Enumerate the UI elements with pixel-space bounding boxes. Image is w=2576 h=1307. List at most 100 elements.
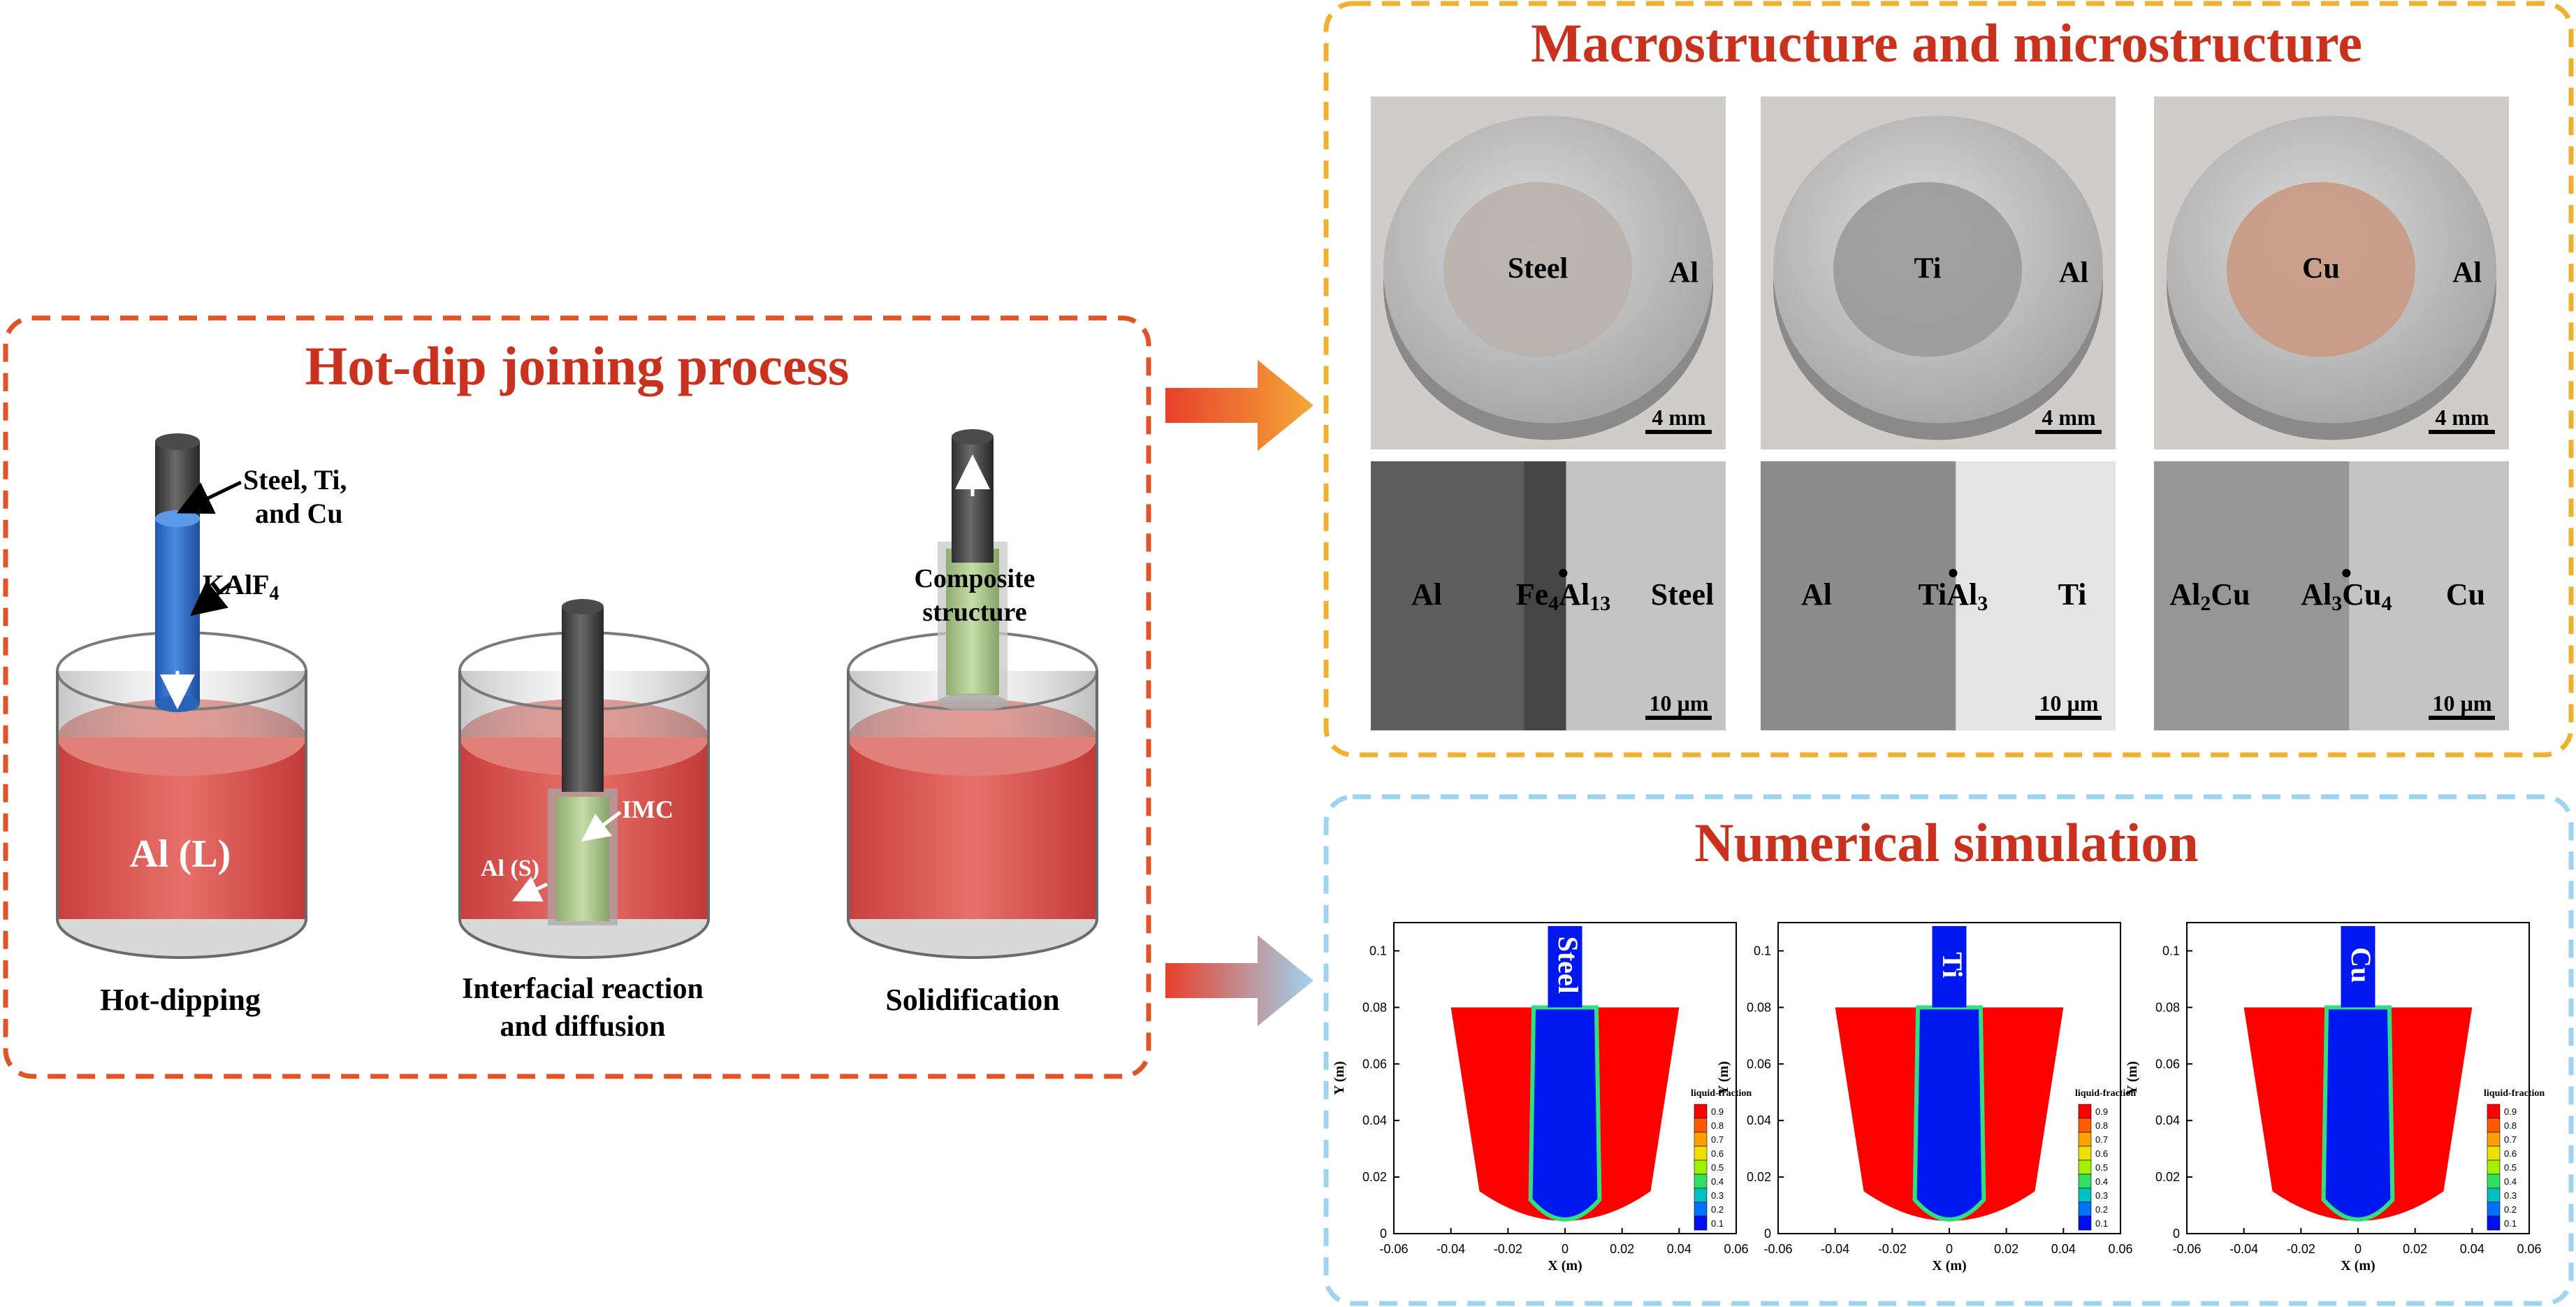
- legend-level: 0.9: [2504, 1106, 2517, 1117]
- phase-mid-label: TiAl3: [1919, 577, 1988, 615]
- y-tick-label: 0.02: [1362, 1170, 1387, 1184]
- legend-swatch: [2487, 1201, 2501, 1217]
- sim-panel-border: [1323, 794, 2574, 1306]
- flux-label: KAlF4: [203, 569, 279, 605]
- x-axis-label: X (m): [1932, 1258, 1966, 1273]
- process-panel: Hot-dip joining process Steel, Ti, and C…: [3, 315, 1151, 1079]
- interface-marker: [1559, 569, 1568, 577]
- x-tick-label: 0.06: [2108, 1242, 2132, 1256]
- legend-swatch: [1694, 1215, 1708, 1231]
- legend-level: 0.6: [2095, 1148, 2108, 1159]
- y-tick-label: 0: [1764, 1227, 1771, 1241]
- crucible-interfacial: IMC Al (S) Interfacial reaction and diff…: [458, 599, 710, 1043]
- solidified-core: [1912, 1005, 1986, 1222]
- y-tick-label: 0.1: [2162, 944, 2180, 958]
- x-tick-label: -0.02: [2287, 1242, 2315, 1256]
- legend-level: 0.7: [1711, 1134, 1724, 1145]
- legend-swatch: [2078, 1215, 2092, 1231]
- legend-level: 0.2: [2095, 1204, 2108, 1215]
- legend-level: 0.4: [2504, 1176, 2517, 1187]
- legend-swatch: [2487, 1215, 2501, 1231]
- arrow-to-macrostructure: [1165, 360, 1314, 451]
- scale-label: 4 mm: [2435, 405, 2489, 430]
- legend-level: 0.2: [1711, 1204, 1724, 1215]
- legend-level: 0.8: [2095, 1120, 2108, 1131]
- y-tick-label: 0.08: [2155, 1000, 2180, 1014]
- legend-level: 0.3: [2095, 1190, 2108, 1201]
- y-tick-label: 0: [1380, 1227, 1387, 1241]
- scale-label: 10 µm: [2432, 691, 2491, 716]
- composite-label-line2: structure: [922, 598, 1026, 627]
- y-tick-label: 0.02: [1747, 1170, 1771, 1184]
- legend-level: 0.8: [2504, 1120, 2517, 1131]
- x-tick-label: 0.04: [1667, 1242, 1691, 1256]
- x-tick-label: 0.02: [1610, 1242, 1634, 1256]
- solid-al-label: Al (S): [481, 855, 539, 881]
- scale-label: 10 µm: [1649, 691, 1708, 716]
- legend-swatch: [2487, 1146, 2501, 1161]
- x-tick-label: 0: [1946, 1242, 1953, 1256]
- x-tick-label: -0.04: [1436, 1242, 1465, 1256]
- core-material-label: Ti: [1937, 952, 1968, 978]
- solidified-core: [2321, 1005, 2395, 1222]
- y-tick-label: 0.1: [1369, 944, 1387, 958]
- metals-label-line2: and Cu: [255, 498, 343, 529]
- y-tick-label: 0.04: [1747, 1113, 1771, 1127]
- macro-panel-border: [1323, 1, 2574, 758]
- phase-mid-label: Al3Cu4: [2301, 577, 2392, 615]
- process-title: Hot-dip joining process: [305, 335, 850, 396]
- legend-swatch: [2487, 1104, 2501, 1119]
- interface-marker: [1949, 569, 1958, 577]
- scale-label: 4 mm: [2042, 405, 2096, 430]
- crucible-solidification: Composite structure Solidification: [847, 429, 1098, 1017]
- core-label: Ti: [1914, 253, 1942, 285]
- y-axis-label: Y (m): [2125, 1061, 2140, 1095]
- legend-swatch: [1694, 1132, 1708, 1147]
- metals-label-line1: Steel, Ti,: [243, 464, 347, 496]
- y-tick-label: 0.02: [2155, 1170, 2180, 1184]
- y-tick-label: 0.04: [1362, 1113, 1387, 1127]
- legend-swatch: [1694, 1160, 1708, 1175]
- arrow-to-simulation: [1165, 935, 1314, 1026]
- y-tick-label: 0.06: [1747, 1057, 1771, 1071]
- legend-swatch: [2487, 1160, 2501, 1175]
- x-tick-label: -0.04: [2229, 1242, 2258, 1256]
- legend-level: 0.7: [2504, 1134, 2517, 1145]
- crucible-hot-dipping: Steel, Ti, and Cu KAlF4 Al (L) Hot-dippi…: [56, 433, 347, 1017]
- rod-region: [2341, 926, 2375, 1008]
- x-tick-label: -0.06: [1379, 1242, 1408, 1256]
- imc-layer: [556, 797, 609, 921]
- caption-hot-dipping: Hot-dipping: [100, 983, 261, 1017]
- rod-region: [1932, 926, 1967, 1008]
- legend-level: 0.5: [1711, 1162, 1724, 1173]
- x-tick-label: 0: [1562, 1242, 1569, 1256]
- legend-level: 0.6: [2504, 1148, 2517, 1159]
- legend-level: 0.5: [2095, 1162, 2108, 1173]
- legend-level: 0.3: [2504, 1190, 2517, 1201]
- legend-swatch: [2078, 1132, 2092, 1147]
- legend-swatch: [2078, 1187, 2092, 1203]
- legend-swatch: [2078, 1174, 2092, 1189]
- x-tick-label: -0.06: [1763, 1242, 1792, 1256]
- legend-level: 0.2: [2504, 1204, 2517, 1215]
- core-label: Steel: [1508, 253, 1568, 285]
- legend-swatch: [2487, 1132, 2501, 1147]
- x-tick-label: -0.06: [2172, 1242, 2201, 1256]
- legend-swatch: [1694, 1187, 1708, 1203]
- legend-level: 0.8: [1711, 1120, 1724, 1131]
- y-tick-label: 0.06: [2155, 1057, 2180, 1071]
- solidified-core: [1528, 1005, 1602, 1222]
- sample-core: [2227, 182, 2415, 357]
- core-material-label: Steel: [1552, 937, 1584, 994]
- x-tick-label: 0.06: [2517, 1242, 2541, 1256]
